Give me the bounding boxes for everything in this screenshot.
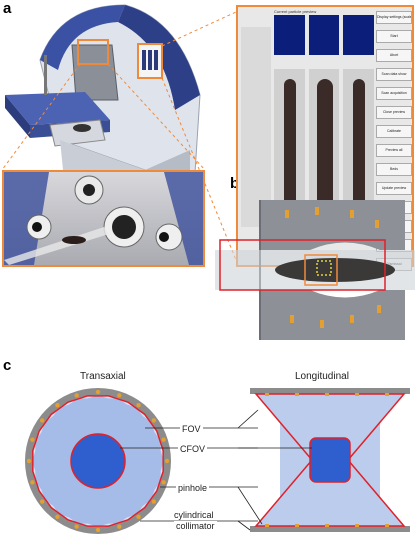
pinhole-icon <box>136 402 141 408</box>
pinhole-icon <box>30 437 35 442</box>
preview-view-left <box>274 15 305 55</box>
software-button[interactable]: Preview all <box>376 144 412 157</box>
pinhole-icon <box>161 480 166 485</box>
preview-view-bottom <box>308 15 340 55</box>
pinhole-icon <box>161 437 166 442</box>
software-button[interactable]: Scan data show <box>376 68 412 81</box>
software-button[interactable]: Beds <box>376 163 412 176</box>
pinhole-icon <box>151 418 157 423</box>
pinhole-icon <box>74 524 79 529</box>
pinhole-icon <box>95 527 101 533</box>
panel-label-a: a <box>3 0 12 17</box>
transaxial-title: Transaxial <box>80 371 126 382</box>
software-button[interactable]: Abort <box>376 49 412 62</box>
pinhole-icon <box>26 458 32 464</box>
collimator-cutaway <box>215 200 415 340</box>
software-button[interactable]: Start <box>376 30 412 43</box>
pinhole-icon <box>74 393 79 398</box>
longitudinal-fov-beams <box>256 394 404 526</box>
pinhole-icon <box>55 514 60 520</box>
label-cylindrical: cylindrical <box>172 510 216 520</box>
software-button[interactable]: Update preview <box>376 182 412 195</box>
preview-header: Current particle preview <box>274 9 317 14</box>
longitudinal-collimator-top <box>250 388 410 394</box>
label-cfov: CFOV <box>178 444 208 454</box>
collimator-diagrams <box>25 388 410 534</box>
pinhole-icon <box>151 499 157 504</box>
pinhole-icon <box>39 418 45 423</box>
longitudinal-cfov <box>309 437 351 483</box>
panel-label-b: b <box>230 175 240 192</box>
transaxial-cfov <box>70 433 126 489</box>
pinhole-icon <box>136 514 141 520</box>
software-button[interactable]: Scan acquisition <box>376 87 412 100</box>
pinhole-icon <box>117 524 122 529</box>
pinhole-icon <box>55 402 60 408</box>
software-button[interactable]: Close preview <box>376 106 412 119</box>
label-pinhole: pinhole <box>176 483 210 493</box>
pinhole-icon <box>30 480 35 485</box>
software-button[interactable]: Calibrate <box>376 125 412 138</box>
label-fov: FOV <box>180 424 203 434</box>
longitudinal-collimator-bottom <box>250 526 410 532</box>
label-collimator: collimator <box>174 521 217 531</box>
pinhole-icon <box>117 393 122 398</box>
bore-closeup <box>2 170 205 267</box>
software-left-controls <box>241 27 271 227</box>
transaxial-fov-outline <box>32 395 164 527</box>
transaxial-pinholes <box>26 389 170 533</box>
longitudinal-title: Longitudinal <box>295 371 349 382</box>
preview-view-right <box>343 15 375 55</box>
panel-label-c: c <box>3 357 12 374</box>
longitudinal-pinholes <box>265 393 389 527</box>
software-button[interactable]: Display settings (scale) <box>376 11 412 24</box>
pinhole-icon <box>95 389 101 395</box>
pinhole-icon <box>39 499 45 504</box>
pinhole-icon <box>164 458 170 464</box>
